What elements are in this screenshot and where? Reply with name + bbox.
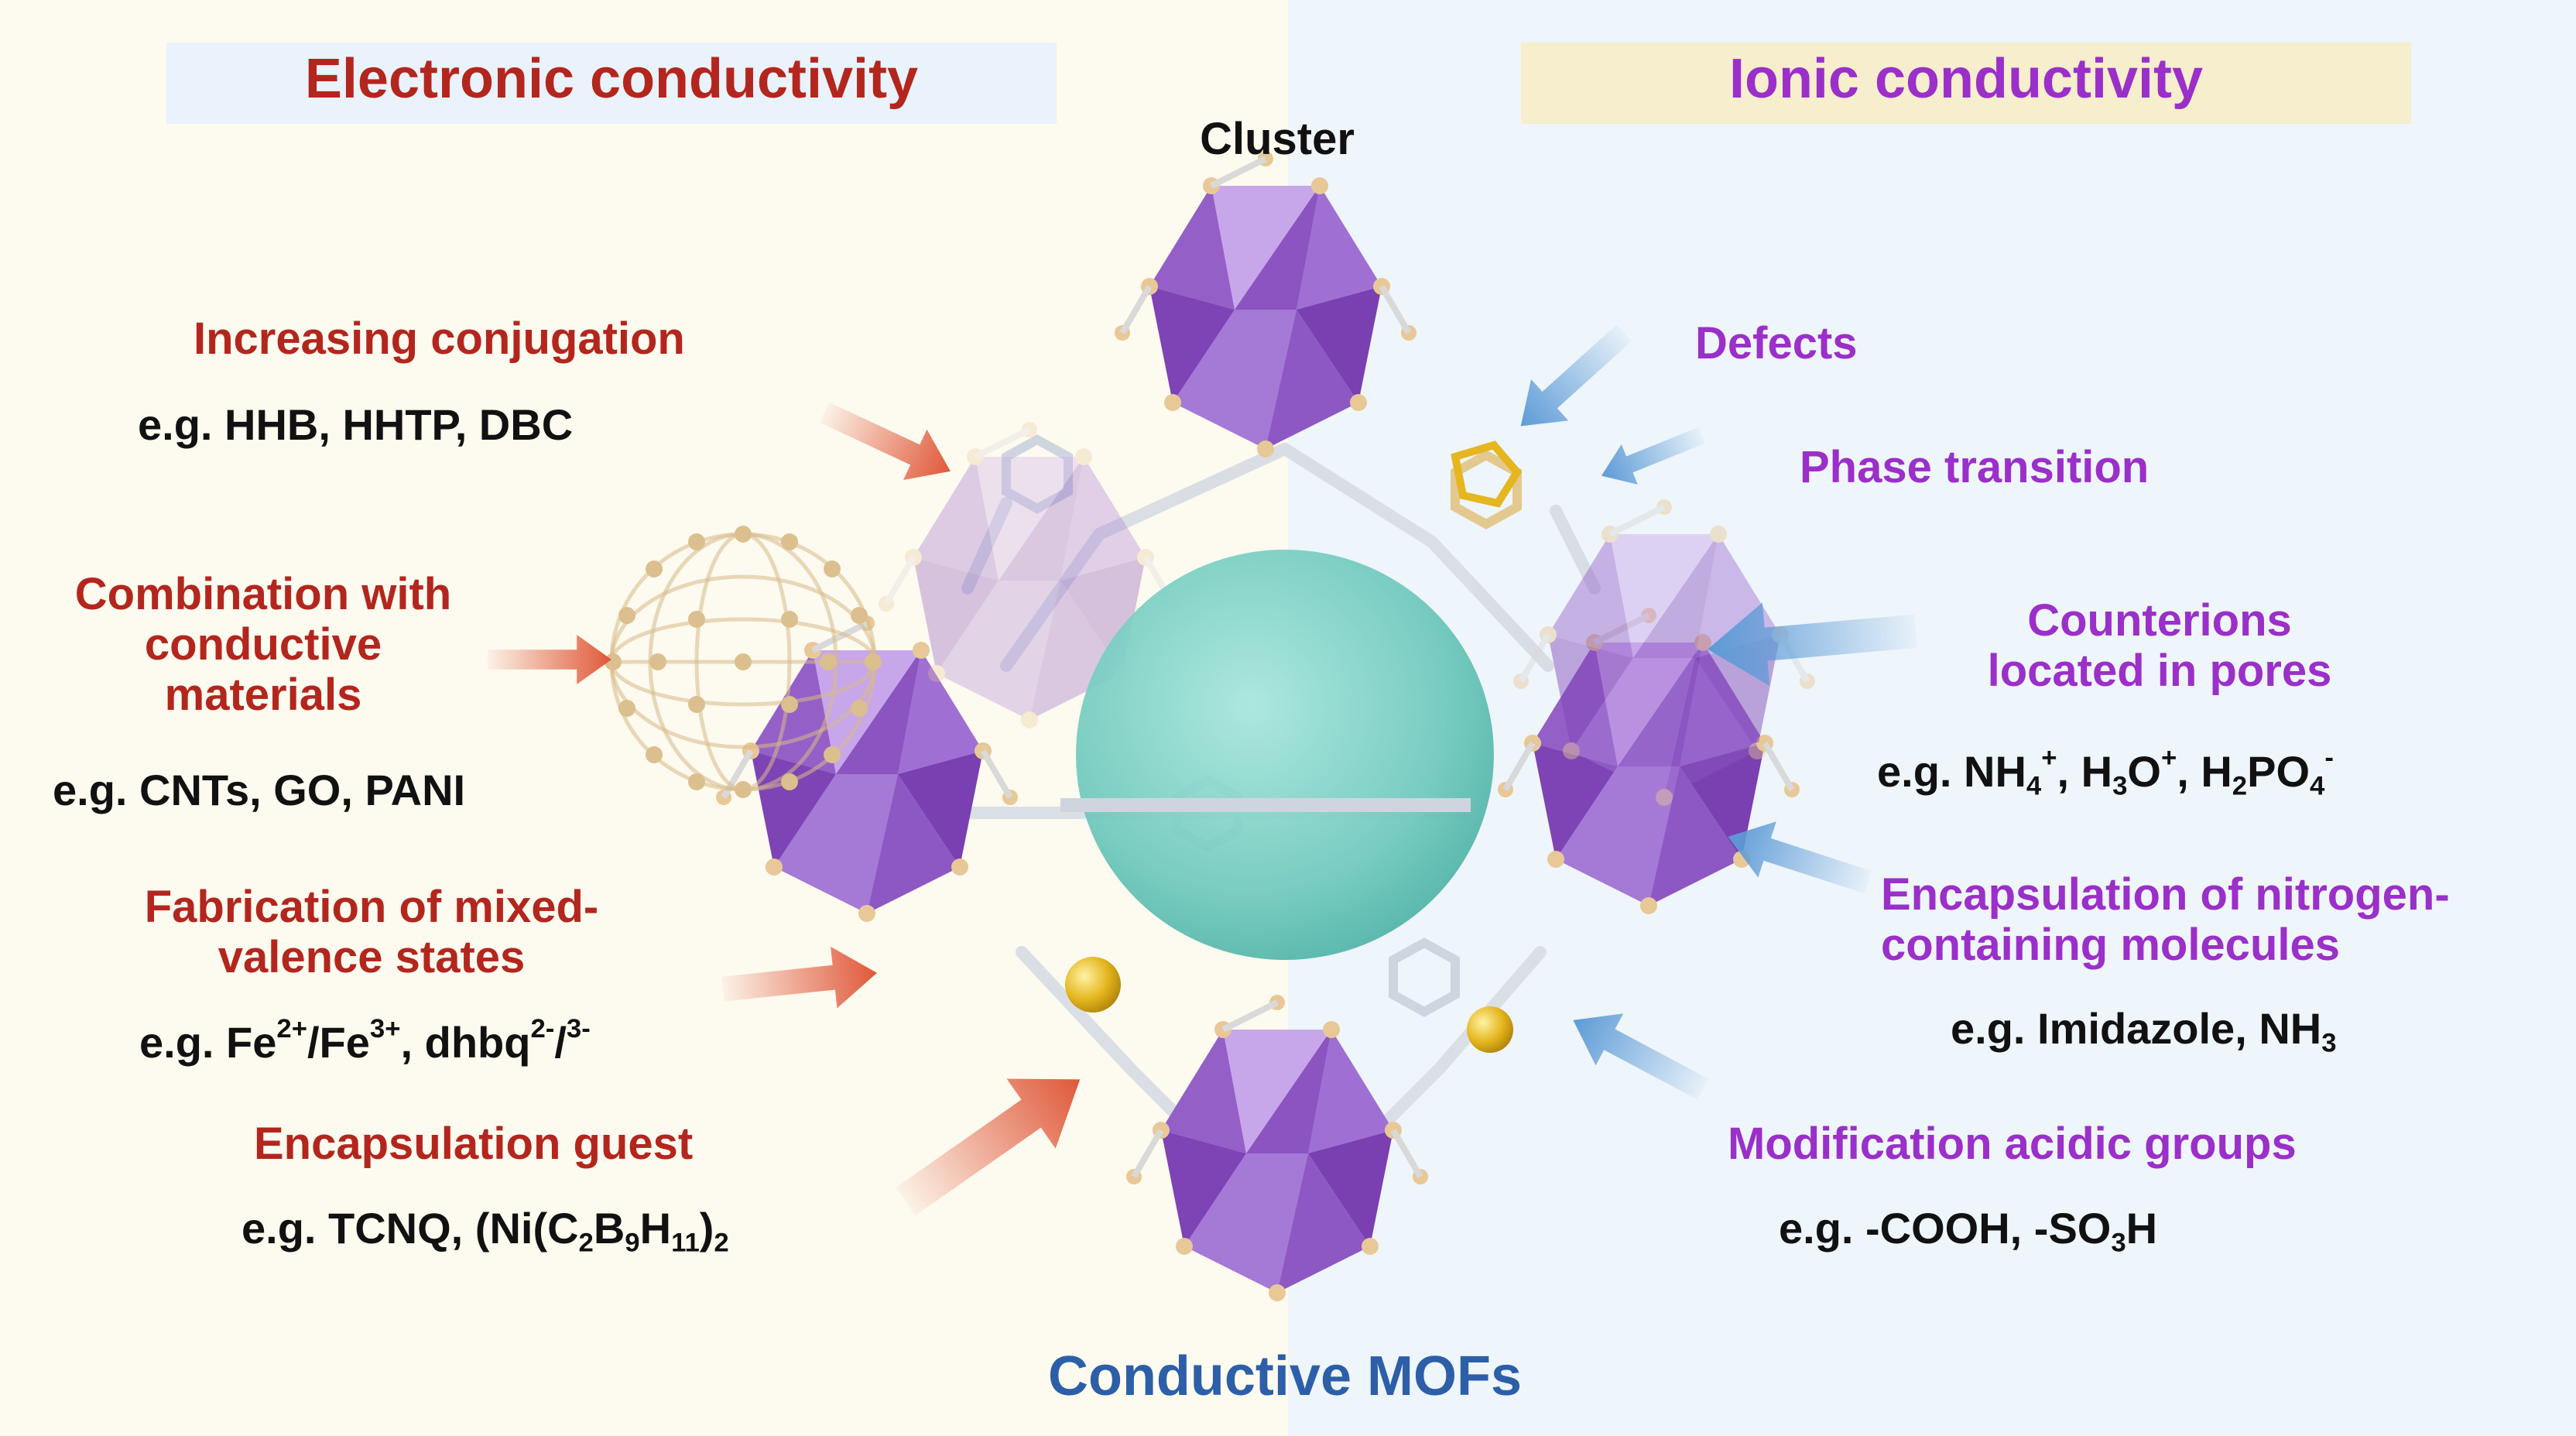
label-defects: Defects: [1695, 318, 1858, 368]
example-encapsulation-guest: e.g. TCNQ, (Ni(C2B9H11)2: [242, 1204, 729, 1258]
label-nitrogen-line-1: Encapsulation of nitrogen-: [1881, 869, 2450, 920]
example-conductive-materials: e.g. CNTs, GO, PANI: [53, 766, 466, 814]
label-mixed-valence-line-2: valence states: [218, 931, 526, 982]
label-modification-acidic-groups: Modification acidic groups: [1728, 1119, 2297, 1169]
gold-guest-left: [1065, 957, 1121, 1013]
gold-guest-right: [1467, 1006, 1513, 1053]
example-acidic-groups: e.g. -COOH, -SO3H: [1779, 1204, 2158, 1258]
label-nitrogen-containing-molecules: Encapsulation of nitrogen- containing mo…: [1881, 869, 2450, 971]
label-counterions-line-1: Counterions: [2027, 595, 2292, 646]
fullerene-atoms: [605, 526, 882, 798]
label-combination-line-1: Combination with: [74, 569, 452, 619]
label-mixed-valence-states: Fabrication of mixed- valence states: [85, 882, 658, 983]
label-encapsulation-guest: Encapsulation guest: [254, 1119, 694, 1169]
right-header-background: [1521, 43, 2411, 124]
label-combination-conductive-materials: Combination with conductive materials: [31, 569, 495, 721]
pore-sphere: [1076, 550, 1494, 960]
label-counterions-in-pores: Counterions located in pores: [1889, 595, 2430, 697]
label-combination-line-3: materials: [164, 669, 362, 720]
cluster-label: Cluster: [1200, 114, 1355, 164]
label-phase-transition: Phase transition: [1800, 442, 2150, 492]
example-counterions: e.g. NH4+, H3O+, H2PO4-: [1877, 742, 2334, 801]
label-combination-line-2: conductive: [144, 619, 382, 670]
label-counterions-line-2: located in pores: [1987, 645, 2332, 696]
thiophene-ring-top: [1451, 440, 1523, 508]
footer-conductive-mofs: Conductive MOFs: [1047, 1345, 1523, 1407]
header-ionic-conductivity: Ionic conductivity: [1728, 48, 2204, 110]
label-nitrogen-line-2: containing molecules: [1881, 919, 2340, 970]
label-increasing-conjugation: Increasing conjugation: [194, 314, 685, 364]
example-mixed-valence-states: e.g. Fe2+/Fe3+, dhbq2-/3-: [139, 1013, 591, 1067]
right-background: [1288, 0, 2576, 1436]
example-increasing-conjugation: e.g. HHB, HHTP, DBC: [138, 400, 574, 449]
example-nitrogen-molecules: e.g. Imidazole, NH3: [1951, 1004, 2337, 1058]
header-electronic-conductivity: Electronic conductivity: [304, 48, 919, 110]
left-header-background: [166, 43, 1057, 124]
label-mixed-valence-line-1: Fabrication of mixed-: [144, 882, 599, 932]
